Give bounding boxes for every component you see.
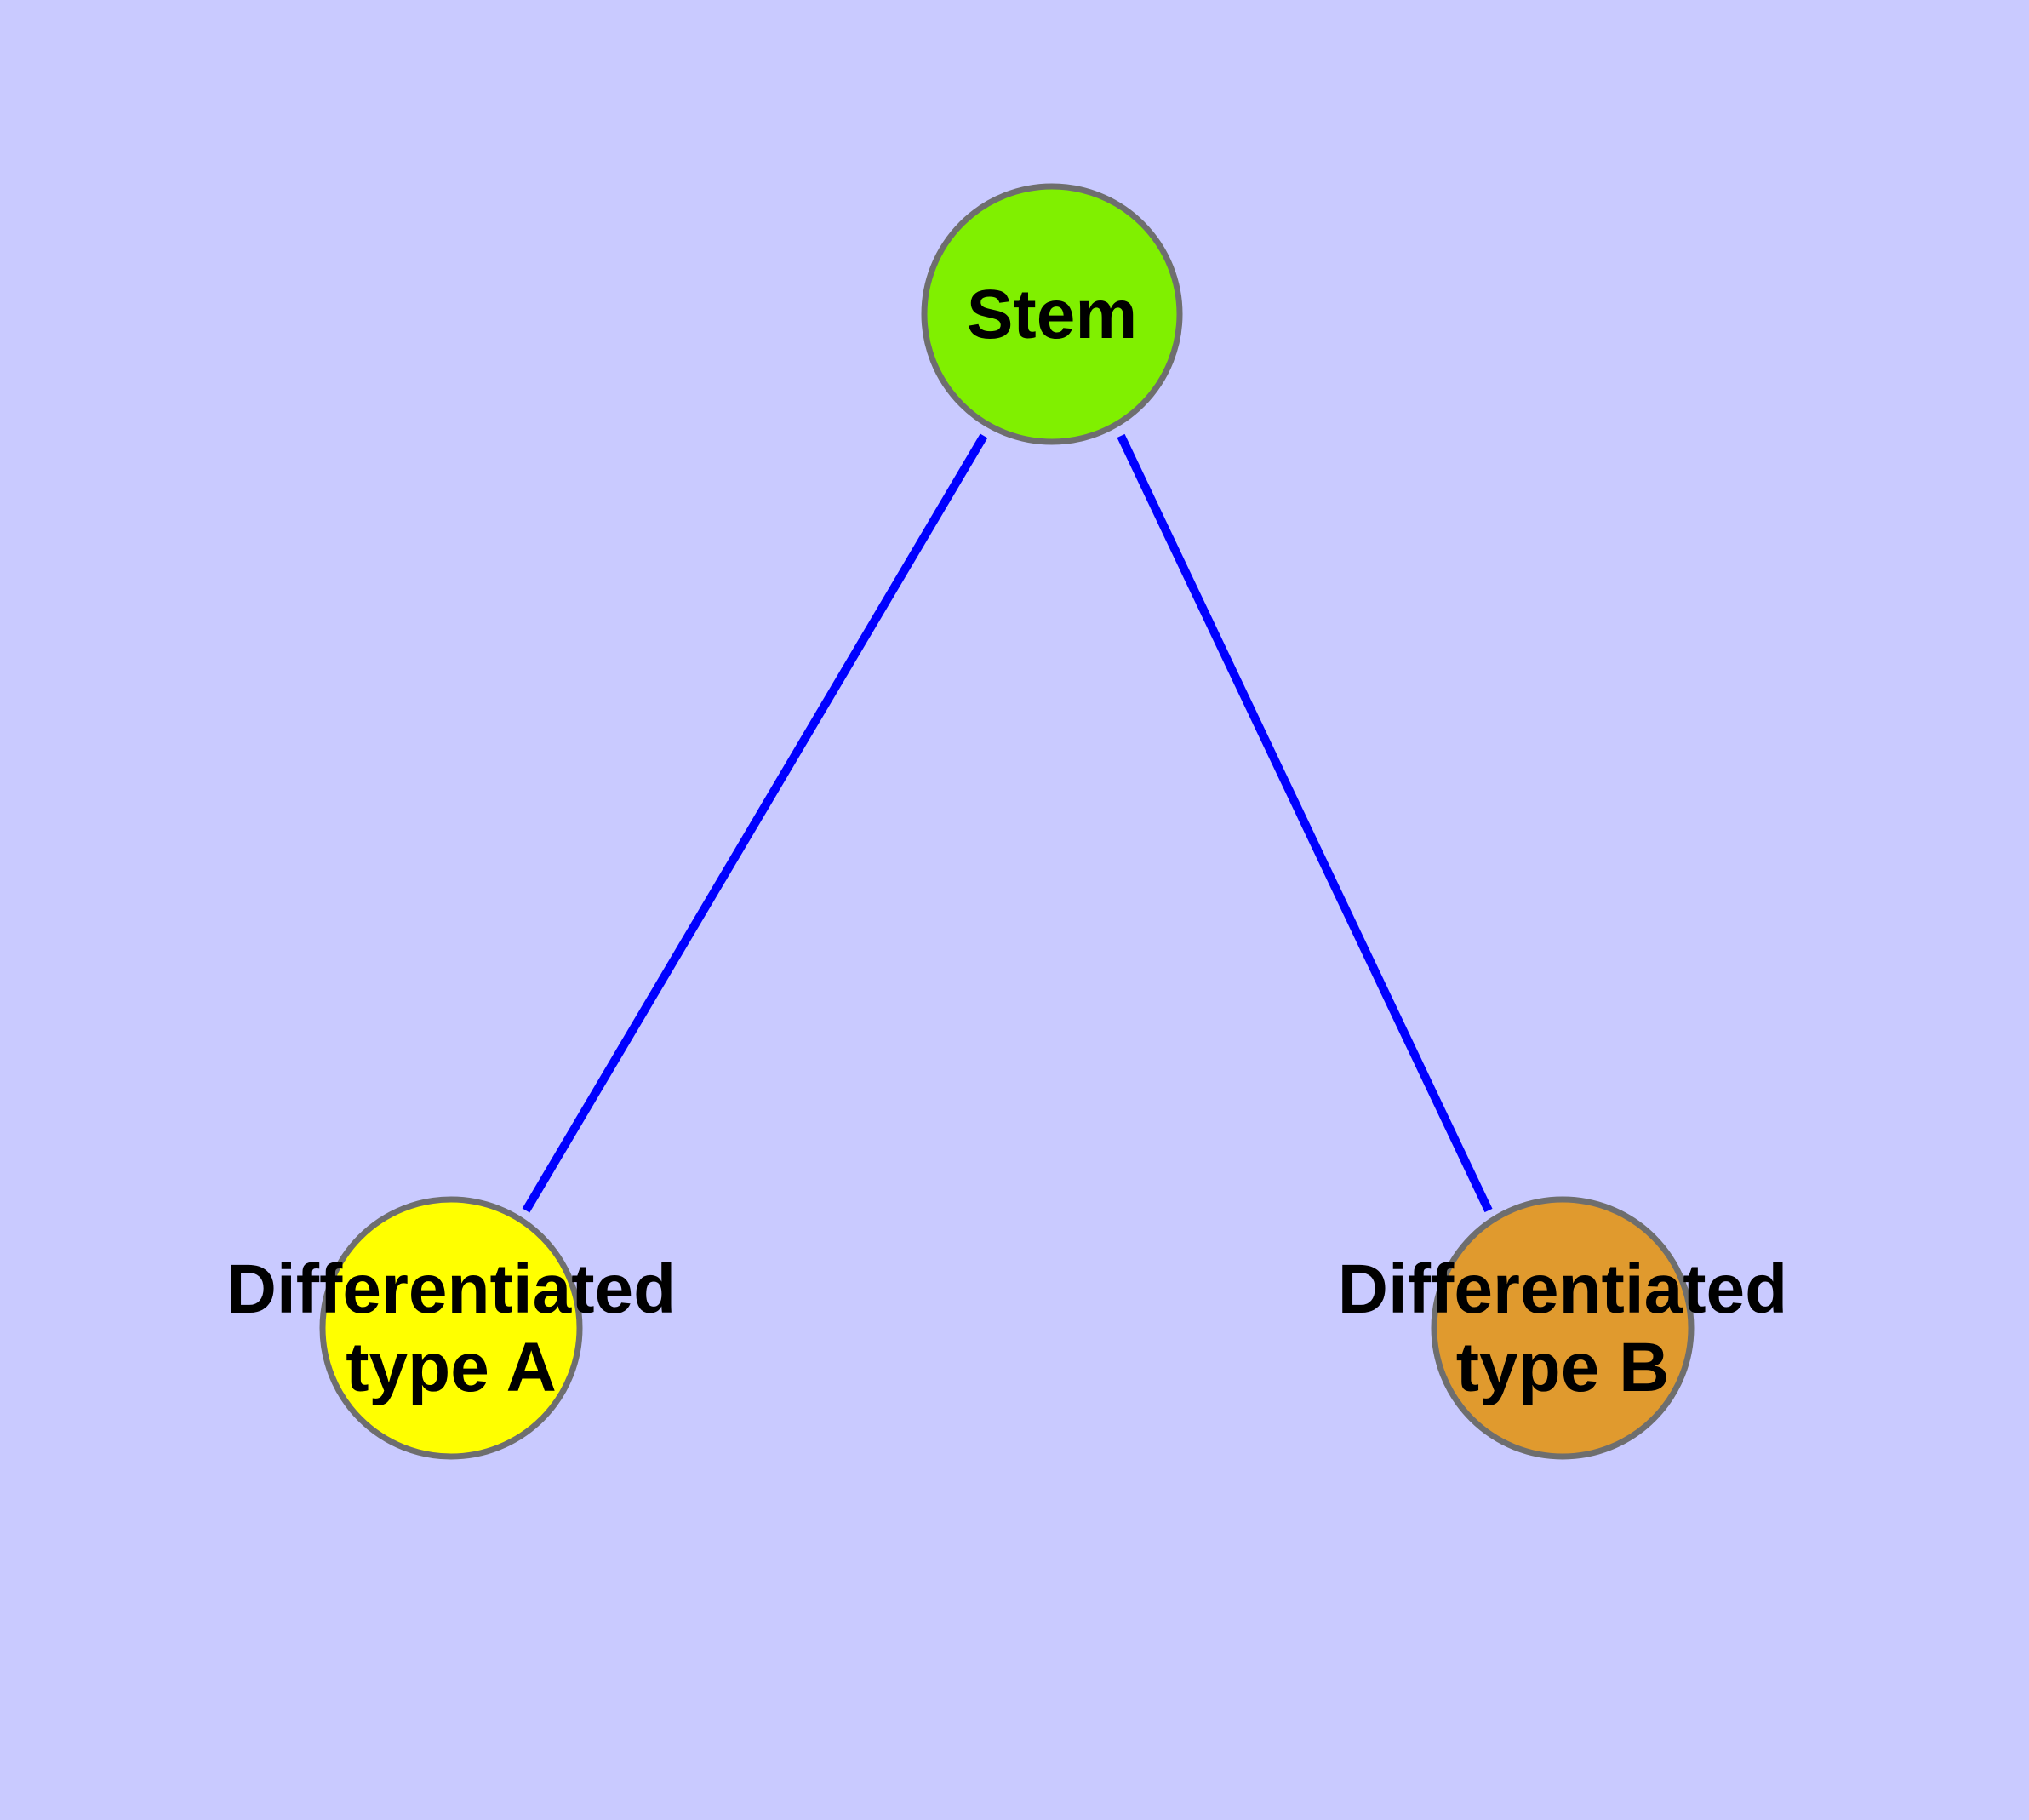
label-line: Stem xyxy=(967,276,1138,353)
label-line: Differentiated xyxy=(226,1251,677,1328)
edge-layer xyxy=(522,433,1493,1213)
stem-node-label: Stem xyxy=(967,276,1138,353)
label-line: type A xyxy=(346,1328,557,1405)
node-differentiated-type-a[interactable] xyxy=(319,1196,583,1460)
node-differentiated-type-b[interactable] xyxy=(1431,1196,1695,1460)
node-layer xyxy=(319,183,1695,1460)
stem-node-circle[interactable] xyxy=(921,183,1183,445)
differentiated-type-b-node-circle[interactable] xyxy=(1431,1196,1695,1460)
differentiated-type-a-node-circle[interactable] xyxy=(319,1196,583,1460)
node-stem[interactable] xyxy=(921,183,1183,445)
label-line: Differentiated xyxy=(1338,1251,1788,1328)
edge-stem-to-differentiated-type-a[interactable] xyxy=(522,433,988,1213)
label-line: type B xyxy=(1456,1328,1670,1405)
edge-stem-to-differentiated-type-b[interactable] xyxy=(1117,433,1493,1213)
